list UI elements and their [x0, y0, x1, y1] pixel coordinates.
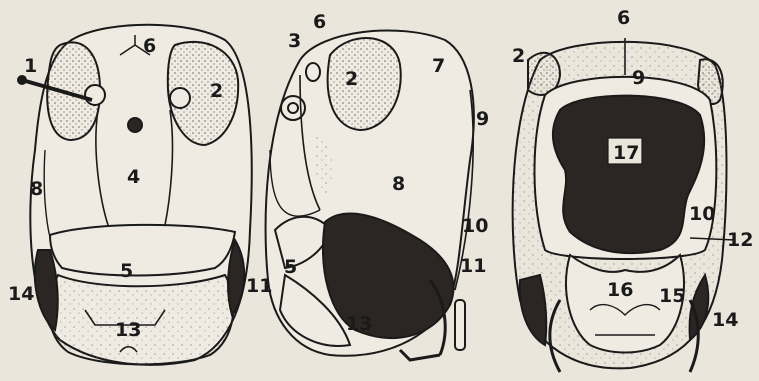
- front-antenna-tip: [18, 76, 26, 84]
- side-palp-segment: [455, 300, 465, 350]
- front-label-5: 5: [120, 260, 133, 282]
- side-label-6: 6: [313, 11, 326, 33]
- back-label-14: 14: [712, 309, 738, 331]
- front-label-13: 13: [115, 319, 141, 341]
- back-label-2: 2: [512, 45, 525, 67]
- front-label-8: 8: [30, 178, 43, 200]
- side-antenna-socket-inner: [288, 103, 298, 113]
- back-label-15: 15: [659, 285, 685, 307]
- side-label-9: 9: [476, 108, 489, 130]
- back-label-16: 16: [607, 279, 633, 301]
- side-label-5: 5: [284, 256, 297, 278]
- back-label-12: 12: [727, 229, 753, 251]
- side-label-2: 2: [345, 68, 358, 90]
- panel-front-view: [18, 25, 252, 365]
- front-label-11: 11: [246, 275, 272, 297]
- side-label-8: 8: [392, 173, 405, 195]
- front-label-4: 4: [127, 166, 140, 188]
- side-label-10: 10: [462, 215, 488, 237]
- back-occipital-foramen: [553, 96, 704, 254]
- back-label-17: 17: [613, 142, 639, 164]
- side-label-3: 3: [288, 30, 301, 52]
- side-ocellus: [306, 63, 320, 81]
- front-label-1: 1: [24, 55, 37, 77]
- front-antenna-socket-right: [170, 88, 190, 108]
- back-label-6: 6: [617, 7, 630, 29]
- back-label-10: 10: [689, 203, 715, 225]
- front-antenna-socket-left: [85, 85, 105, 105]
- front-ocellus: [128, 118, 142, 132]
- front-clypeus: [50, 225, 235, 276]
- back-label-9: 9: [632, 67, 645, 89]
- front-mandible-left: [35, 250, 58, 330]
- front-label-2: 2: [210, 80, 223, 102]
- side-label-11: 11: [460, 255, 486, 277]
- front-label-6: 6: [143, 35, 156, 57]
- panel-side-view: [266, 30, 474, 360]
- front-label-14: 14: [8, 283, 34, 305]
- back-mandible-left: [520, 275, 546, 345]
- side-label-13: 13: [346, 313, 372, 335]
- side-label-7: 7: [432, 55, 445, 77]
